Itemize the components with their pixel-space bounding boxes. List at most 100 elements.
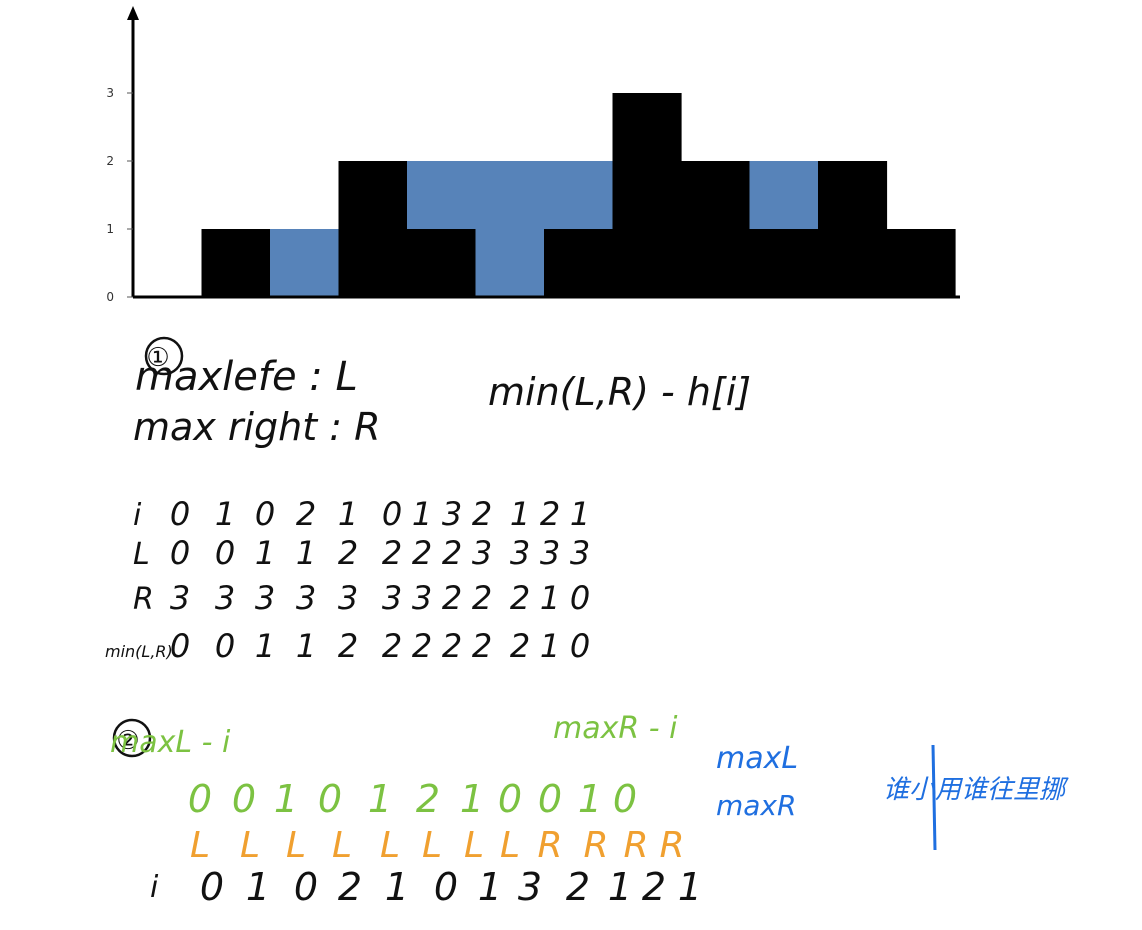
- table1-cell: 1: [540, 627, 560, 665]
- orange-row-cell: L: [190, 825, 210, 866]
- table1-cell: 0: [255, 495, 275, 533]
- table1-cell: 0: [170, 495, 190, 533]
- table1-cell: 3: [382, 579, 402, 617]
- y-tick-label-1: 1: [106, 222, 114, 236]
- table1-cell: 3: [338, 579, 358, 617]
- orange-row-cell: L: [332, 825, 352, 866]
- section-2-i-label: i: [150, 870, 159, 905]
- table1-row-label-1: L: [133, 537, 150, 572]
- i-row-cell: 1: [246, 865, 270, 909]
- section-2-marker-circle: [112, 718, 152, 758]
- green-row-cell: 0: [538, 777, 562, 821]
- orange-row-cell: R: [537, 825, 562, 866]
- section-1-notes: ① maxlefe : L max right : R min(L,R) - h…: [105, 336, 751, 665]
- table1-cell: 2: [510, 579, 530, 617]
- section-1-marker: ①: [146, 343, 169, 373]
- bar-height-10: [818, 161, 888, 297]
- table1-cell: 0: [170, 627, 190, 665]
- green-row-cell: 0: [232, 777, 256, 821]
- y-ticks: 0 1 2 3: [106, 86, 133, 304]
- orange-row-cell: L: [286, 825, 306, 866]
- chart-axes: [127, 6, 960, 299]
- side-note: 谁小用谁往里挪: [883, 775, 1069, 805]
- water-segment-2: [270, 229, 340, 297]
- y-tick-label-2: 2: [106, 154, 114, 168]
- formula: min(L,R) - h[i]: [488, 370, 751, 414]
- table1-cell: 2: [296, 495, 316, 533]
- table1-cell: 3: [255, 579, 275, 617]
- table1-cell: 1: [412, 495, 432, 533]
- maxL-side-label: maxL: [716, 741, 798, 776]
- water-segment-4: [407, 161, 477, 229]
- table1-cell: 2: [442, 627, 462, 665]
- table1-row-label-3: min(L,R): [105, 642, 173, 661]
- elevation-chart: 0 1 2 3: [106, 6, 960, 304]
- table1-cell: 3: [412, 579, 432, 617]
- i-row-cell: 2: [338, 865, 362, 909]
- i-row-cell: 0: [434, 865, 458, 909]
- maxright-line: max right : R: [133, 405, 381, 449]
- table1-cell: 2: [472, 495, 492, 533]
- i-row-cell: 0: [294, 865, 318, 909]
- y-axis-arrow-icon: [127, 6, 139, 20]
- table1-cell: 3: [170, 579, 190, 617]
- i-row-cell: 2: [642, 865, 666, 909]
- i-row-cell: 1: [608, 865, 632, 909]
- table1-cell: 1: [510, 495, 530, 533]
- table1-cell: 1: [540, 579, 560, 617]
- section-1-marker-circle: [144, 336, 184, 376]
- water-segment-9: [749, 161, 819, 229]
- orange-row-cell: R: [623, 825, 648, 866]
- table1-cell: 2: [338, 627, 358, 665]
- y-tick-label-3: 3: [106, 86, 114, 100]
- green-row-cell: 1: [274, 777, 298, 821]
- table1-cell: 3: [472, 534, 492, 572]
- orange-row-cell: L: [500, 825, 520, 866]
- table1-cell: 2: [472, 627, 492, 665]
- table1-cell: 1: [255, 627, 275, 665]
- bar-height-1: [201, 229, 271, 297]
- table1-cell: 0: [570, 627, 590, 665]
- i-row-cell: 1: [385, 865, 409, 909]
- maxL-minus-i-label: maxL - i: [110, 725, 231, 760]
- table1-cell: 3: [570, 534, 590, 572]
- table1-row-label-2: R: [133, 582, 154, 617]
- bar-height-9: [749, 229, 819, 297]
- bar-height-8: [681, 161, 751, 297]
- y-tick-label-0: 0: [106, 290, 114, 304]
- water-segment-5: [475, 161, 545, 297]
- green-row-cell: 1: [578, 777, 602, 821]
- table1-cell: 2: [510, 627, 530, 665]
- table1-cell: 2: [472, 579, 492, 617]
- green-row-cell: 0: [188, 777, 212, 821]
- table1-cell: 3: [510, 534, 530, 572]
- maxR-side-label: maxR: [716, 789, 796, 822]
- table1-cell: 3: [296, 579, 316, 617]
- table1-cell: 2: [412, 627, 432, 665]
- table1-cell: 1: [570, 495, 590, 533]
- table1-cell: 2: [338, 534, 358, 572]
- i-row-cell: 2: [566, 865, 590, 909]
- orange-row-cell: R: [583, 825, 608, 866]
- bar-height-7: [612, 93, 682, 297]
- table1-cell: 0: [215, 534, 235, 572]
- section-2-marker: ②: [116, 726, 139, 756]
- green-row-cell: 1: [460, 777, 484, 821]
- table1-row-label-0: i: [133, 498, 142, 533]
- table1-cell: 1: [338, 495, 358, 533]
- divider-stroke: [931, 744, 937, 851]
- water-segment-6: [544, 161, 614, 229]
- i-row-cell: 1: [678, 865, 702, 909]
- orange-row-cell: L: [380, 825, 400, 866]
- table1-cell: 0: [382, 495, 402, 533]
- green-row-cell: 0: [318, 777, 342, 821]
- table1-cell: 1: [255, 534, 275, 572]
- table1-cell: 2: [382, 627, 402, 665]
- i-row-cell: 3: [518, 865, 542, 909]
- table1-cell: 1: [215, 495, 235, 533]
- bar-height-6: [544, 229, 614, 297]
